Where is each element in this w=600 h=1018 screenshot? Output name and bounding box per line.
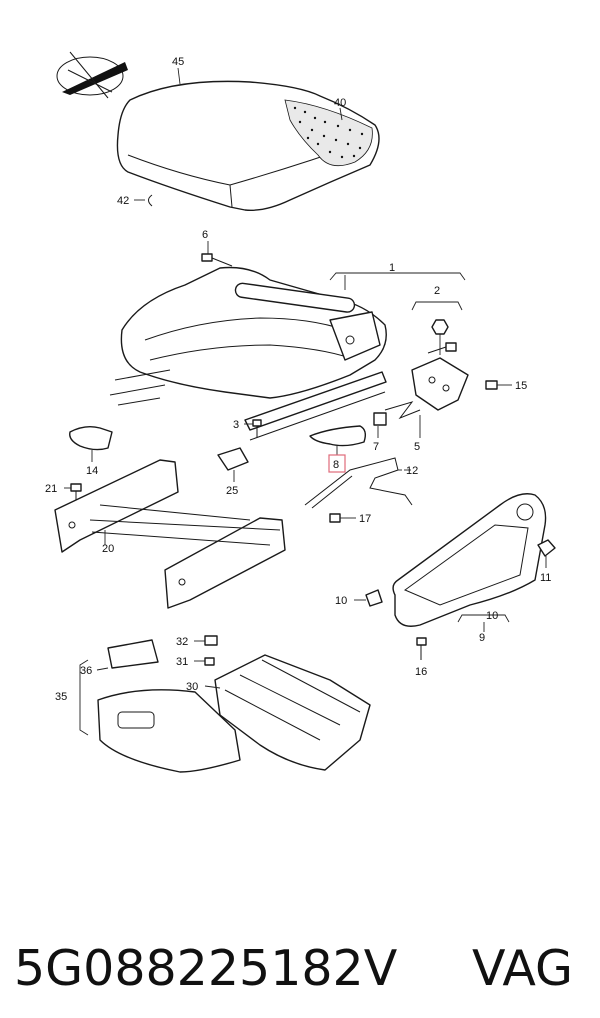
part-label-7: 7 — [373, 441, 379, 453]
screw-3 — [244, 419, 262, 438]
screw-16 — [416, 637, 427, 660]
part-label-36: 36 — [80, 665, 92, 677]
lever-8 — [309, 425, 367, 473]
drawer-housing-30 — [204, 654, 371, 771]
motor-25 — [217, 447, 249, 471]
part-label-15: 15 — [515, 380, 527, 392]
seat-rail-20 — [54, 459, 286, 609]
cushion-perforation-dots — [293, 106, 364, 159]
clip-32 — [194, 635, 218, 646]
part-label-21: 21 — [45, 483, 57, 495]
crossed-out-seat-icon — [56, 51, 128, 99]
screw-31 — [194, 657, 215, 666]
clip-7 — [373, 412, 387, 426]
knob-14 — [69, 425, 113, 451]
part-label-35: 35 — [55, 691, 67, 703]
part-label-2: 2 — [434, 285, 440, 297]
footer-part-number: 5G088225182V — [14, 940, 398, 997]
bracket-2 — [411, 301, 463, 311]
part-label-16: 16 — [415, 666, 427, 678]
screw-17 — [329, 513, 356, 523]
clip-11 — [537, 539, 556, 557]
seat-cushion — [116, 80, 380, 211]
screw-6 — [201, 253, 233, 267]
part-label-5: 5 — [414, 441, 420, 453]
footer-brand: VAG — [472, 940, 573, 997]
wire-spring-12 — [304, 457, 413, 509]
bracket-5 — [384, 357, 469, 420]
nut-and-screw-2 — [427, 319, 457, 355]
part-label-25: 25 — [226, 485, 238, 497]
part-label-30: 30 — [186, 681, 198, 693]
part-label-45: 45 — [172, 56, 184, 68]
part-labels: 1 2 3 5 6 7 8 9 10 10 11 12 14 15 16 17 … — [45, 56, 551, 703]
part-label-17: 17 — [359, 513, 371, 525]
side-panel-9 — [392, 493, 547, 632]
seat-frame — [109, 266, 387, 441]
drawer-35 — [79, 659, 241, 773]
screw-15 — [485, 380, 512, 390]
part-label-10b: 10 — [486, 610, 498, 622]
part-label-40: 40 — [334, 97, 346, 109]
highlight-box-8 — [328, 454, 346, 473]
part-label-6: 6 — [202, 229, 208, 241]
part-label-42: 42 — [117, 195, 129, 207]
pad-36 — [107, 639, 159, 669]
part-label-11: 11 — [540, 572, 551, 584]
part-label-14: 14 — [86, 465, 98, 477]
part-label-10a: 10 — [335, 595, 347, 607]
part-label-1: 1 — [389, 262, 395, 274]
part-label-3: 3 — [233, 419, 239, 431]
bracket-1 — [329, 272, 466, 281]
clip-42 — [148, 194, 153, 207]
part-label-31: 31 — [176, 656, 188, 668]
part-label-8: 8 — [333, 459, 339, 471]
part-label-9: 9 — [479, 632, 485, 644]
part-label-20: 20 — [102, 543, 114, 555]
part-label-32: 32 — [176, 636, 188, 648]
part-label-12: 12 — [406, 465, 418, 477]
clip-10 — [365, 589, 383, 607]
